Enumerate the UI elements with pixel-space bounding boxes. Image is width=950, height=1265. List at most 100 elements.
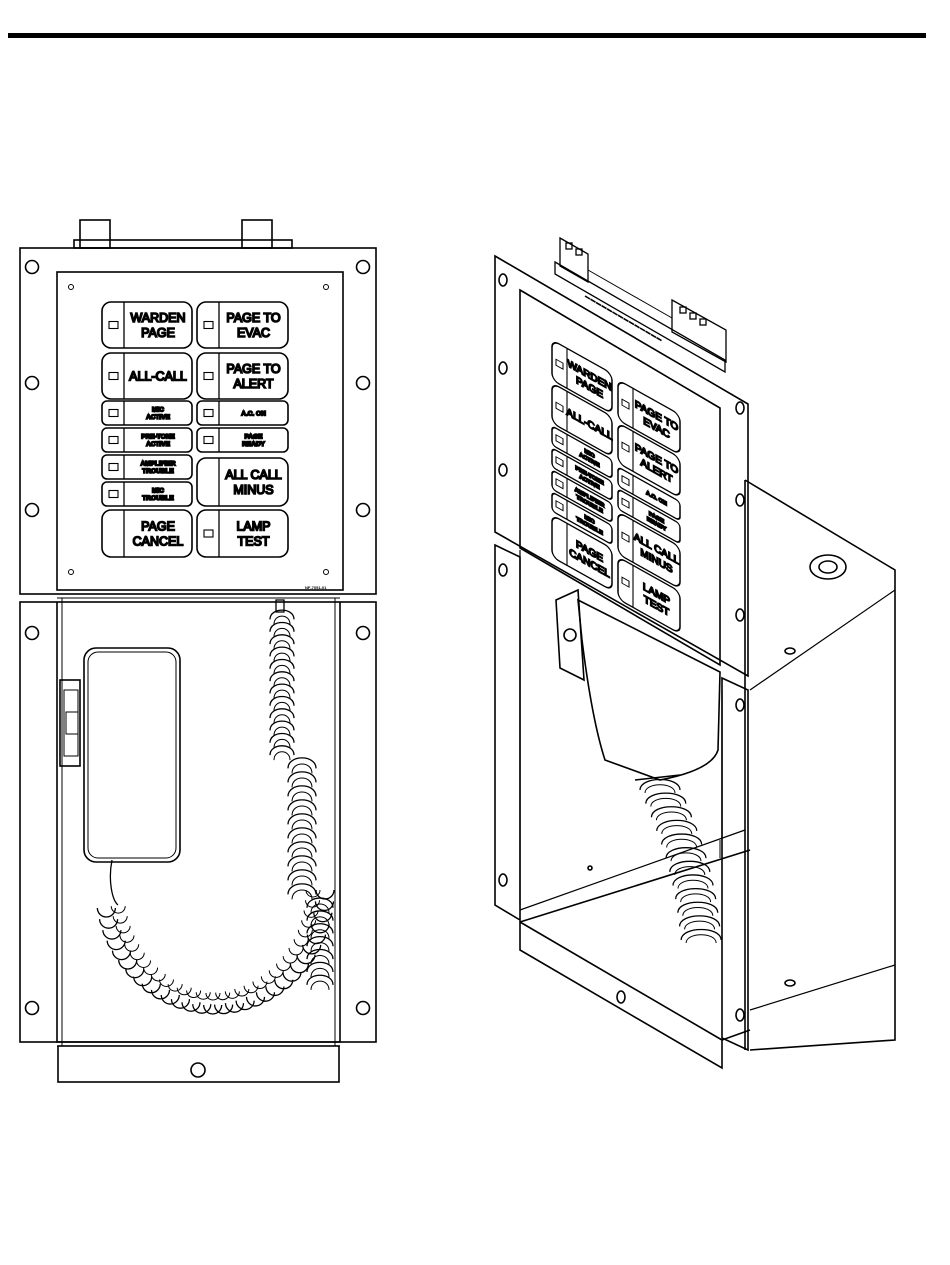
led-indicator <box>203 371 214 381</box>
iso-mounting-holes <box>498 273 745 1022</box>
led-indicator <box>203 435 214 445</box>
button-label: MINUS <box>233 483 273 497</box>
button-label: PAGE <box>141 326 175 340</box>
led-indicator <box>555 358 564 370</box>
coiled-cord <box>96 599 335 1015</box>
led-indicator <box>621 398 630 410</box>
mounting-hole <box>735 493 745 507</box>
mounting-hole <box>498 463 508 477</box>
faceplate-code: NF-7051-01 <box>305 585 327 590</box>
button-label: TROUBLE <box>142 468 174 475</box>
iso-faceplate <box>519 288 721 667</box>
button-label: TROUBLE <box>142 495 174 502</box>
vent-slot <box>595 301 602 307</box>
iso-upper-plate <box>494 254 749 678</box>
led-indicator <box>555 433 564 446</box>
mounting-hole <box>24 1000 40 1016</box>
led-indicator <box>555 401 564 413</box>
vent-slot <box>656 336 662 342</box>
hinge <box>59 679 81 767</box>
mounting-hole <box>24 259 40 275</box>
vent-slot <box>617 314 624 319</box>
button-label: ACTIVE <box>146 414 171 421</box>
door-frame <box>56 597 341 1047</box>
button-label: MIC <box>152 407 164 414</box>
button-label: MIC <box>152 488 164 495</box>
button-label: READY <box>242 441 265 448</box>
button-label: EVAC <box>237 326 270 340</box>
header-rule <box>8 33 926 38</box>
button-label: LAMP <box>236 519 270 533</box>
led-indicator <box>203 529 214 538</box>
button-label: PAGE <box>245 434 264 441</box>
vent-slots <box>584 295 662 342</box>
back-box <box>519 479 896 1051</box>
button-label: PAGE TO <box>226 362 280 376</box>
faceplate-screws <box>68 284 329 575</box>
led-indicator <box>108 371 119 381</box>
vent-slot <box>628 320 635 326</box>
cord-coil <box>96 889 335 1015</box>
cord-coil <box>287 757 317 895</box>
iso-lower-plate-right <box>721 676 749 1052</box>
bottom-tab <box>57 1045 340 1083</box>
panel-button[interactable]: ALL-CALL <box>101 352 193 400</box>
iso-panel-button[interactable]: ALL-CALL <box>551 383 613 457</box>
cord-coil <box>269 609 295 756</box>
iso-lower-plate <box>494 543 521 922</box>
faceplate <box>56 271 344 591</box>
led-indicator <box>108 408 119 418</box>
button-label: ACTIVE <box>146 441 171 448</box>
button-label: PAGE <box>141 519 175 533</box>
button-label: ALL-CALL <box>129 369 187 383</box>
led-indicator <box>621 531 630 543</box>
vent-slot <box>650 333 657 339</box>
iso-coiled-cord <box>639 778 722 944</box>
upper-mounting-plate <box>19 247 377 595</box>
handset <box>83 647 181 863</box>
led-indicator <box>108 320 119 330</box>
button-label: CANCEL <box>133 534 184 548</box>
mounting-hole <box>355 625 371 641</box>
vent-slot <box>623 317 629 323</box>
led-indicator <box>555 477 564 490</box>
vent-slot <box>606 308 613 313</box>
led-indicator <box>108 462 119 472</box>
button-label: A.C. ON <box>241 410 266 417</box>
top-connectors <box>73 219 293 249</box>
panel-button[interactable]: A.C. ON <box>196 400 289 426</box>
led-indicator <box>621 474 630 487</box>
mounting-hole <box>735 401 745 415</box>
led-indicator <box>203 408 214 418</box>
led-indicator <box>108 489 119 499</box>
button-label: WARDEN <box>130 311 185 325</box>
led-indicator <box>555 455 564 468</box>
button-label: AMPLIFIER <box>140 461 175 468</box>
mounting-hole <box>24 375 40 391</box>
vent-slot <box>634 324 640 329</box>
vent-slot <box>584 295 591 300</box>
button-label: PAGE TO <box>226 311 280 325</box>
cord-coil <box>644 784 717 944</box>
